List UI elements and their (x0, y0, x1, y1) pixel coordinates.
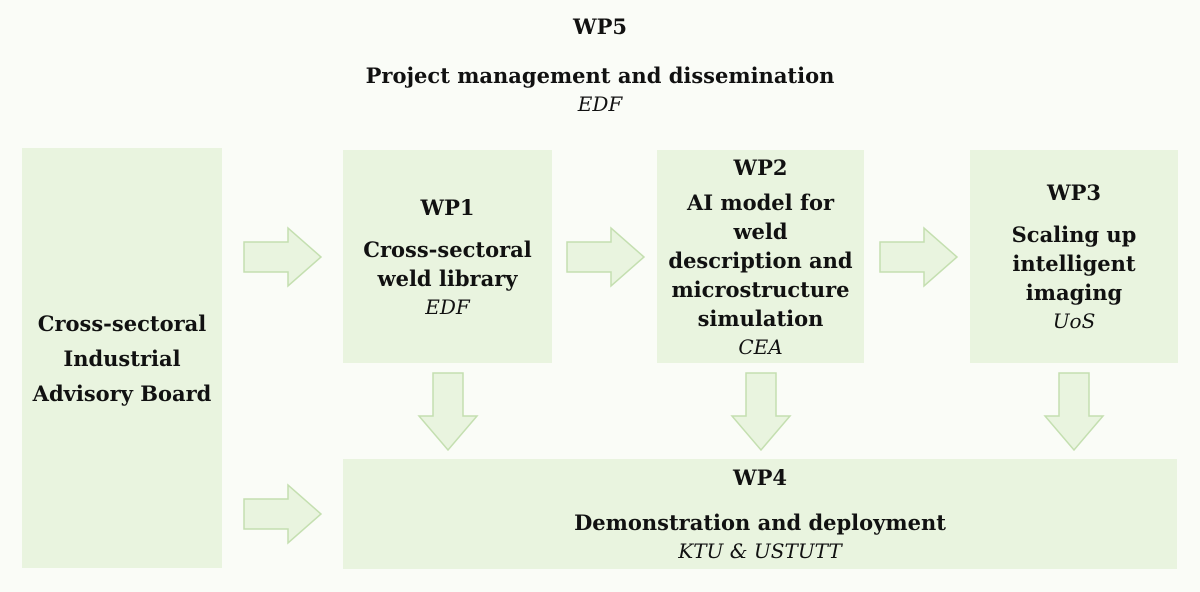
wp2-title-3: microstructure (671, 276, 850, 302)
advisory-board-title-2: Industrial (63, 345, 181, 371)
wp4-lead: KTU & USTUTT (678, 539, 842, 563)
wp2-title-4: simulation (697, 305, 824, 331)
arrow-wp1-to-wp4 (417, 372, 479, 452)
wp4-id: WP4 (733, 465, 787, 490)
wp5-lead: EDF (577, 92, 623, 116)
arrow-wp3-to-wp4 (1043, 372, 1105, 452)
advisory-board-title-1: Cross-sectoral (37, 310, 207, 336)
advisory-board-box: Cross-sectoral Industrial Advisory Board (22, 148, 222, 568)
wp1-lead: EDF (425, 294, 470, 319)
wp1-title-2: weld library (377, 265, 518, 291)
wp4-box: WP4 Demonstration and deployment KTU & U… (343, 459, 1177, 569)
arrow-board-to-wp1 (243, 226, 323, 288)
wp3-lead: UoS (1052, 309, 1096, 333)
wp1-id: WP1 (420, 194, 475, 220)
arrow-board-to-wp4 (243, 483, 323, 545)
wp2-id: WP2 (733, 154, 788, 180)
wp3-title-2: intelligent imaging (1012, 251, 1136, 305)
wp3-title-1: Scaling up (1011, 222, 1137, 247)
arrow-wp2-to-wp4 (730, 372, 792, 452)
wp1-box: WP1 Cross-sectoral weld library EDF (343, 150, 552, 363)
wp3-box: WP3 Scaling up intelligent imaging UoS (970, 150, 1178, 363)
wp2-lead: CEA (738, 334, 783, 359)
wp2-box: WP2 AI model for weld description and mi… (657, 150, 864, 363)
arrow-wp1-to-wp2 (566, 226, 646, 288)
advisory-board-title-3: Advisory Board (32, 380, 212, 406)
wp2-title-2: description and (668, 247, 853, 273)
arrow-wp2-to-wp3 (879, 226, 959, 288)
wp5-id: WP5 (573, 14, 627, 39)
wp4-title: Demonstration and deployment (574, 510, 946, 535)
wp5-block: WP5 Project management and dissemination… (0, 12, 1200, 118)
wp3-id: WP3 (1047, 180, 1101, 205)
wp5-title: Project management and dissemination (365, 63, 835, 88)
wp1-title-1: Cross-sectoral (363, 236, 532, 262)
wp2-title-1: AI model for weld (686, 189, 835, 244)
